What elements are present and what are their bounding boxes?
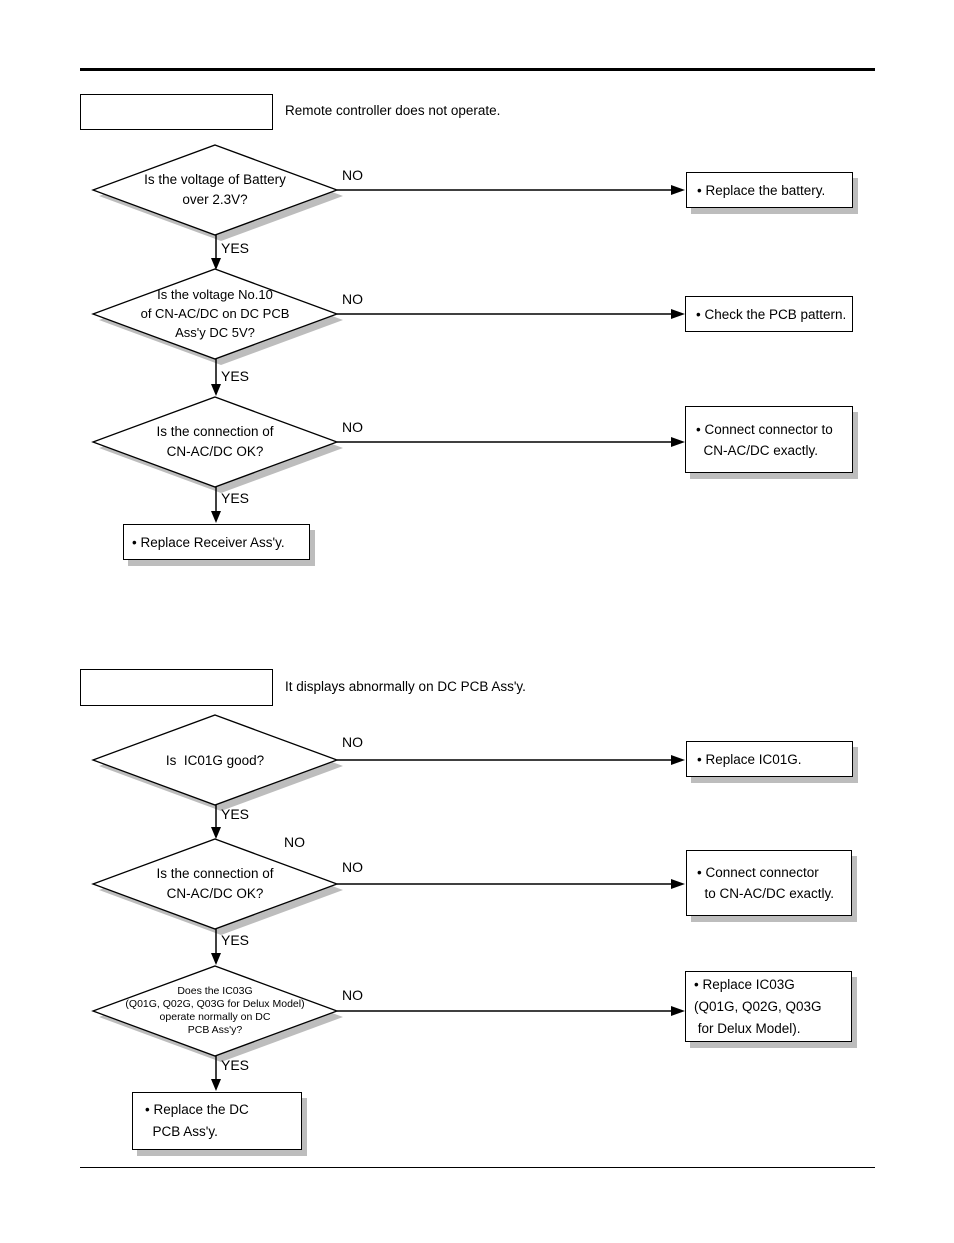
arrow-no-1 (337, 185, 685, 195)
yes-label-5: YES (221, 932, 250, 948)
no-label-5: NO (342, 859, 363, 875)
question-connection-2: Is the connection of CN-AC/DC OK? (156, 866, 274, 901)
question-battery-voltage: Is the voltage of Battery over 2.3V? (144, 172, 286, 207)
yes-label-4: YES (221, 806, 250, 822)
question-voltage-no10: Is the voltage No.10 of CN-AC/DC on DC P… (140, 287, 290, 340)
result-box-connect-connector-1: • Connect connector to CN-AC/DC exactly. (685, 406, 853, 473)
decision-diamond-connection-1 (91, 396, 343, 493)
question-ic03g: Does the IC03G (Q01G, Q02G, Q03G for Del… (125, 985, 305, 1036)
arrow-no-2 (337, 309, 685, 319)
result-text: • Replace the battery. (697, 182, 826, 198)
arrow-no-5 (337, 879, 685, 889)
no-label-2: NO (342, 291, 363, 307)
top-rule (80, 68, 875, 71)
topic-text-1: Remote controller does not operate. (285, 103, 501, 118)
topic-label-box-1 (80, 94, 273, 130)
decision-diamond-battery (91, 144, 343, 241)
arrow-no-6 (337, 1006, 685, 1016)
decision-diamond-voltage-no10 (91, 268, 343, 365)
result-text: • Connect connector to CN-AC/DC exactly. (697, 865, 835, 901)
topic-label-box-2 (80, 669, 273, 706)
bottom-rule (80, 1167, 875, 1168)
yes-label-2: YES (221, 368, 250, 384)
arrow-yes-2 (211, 359, 221, 396)
no-label-3: NO (342, 419, 363, 435)
result-text: • Connect connector to CN-AC/DC exactly. (696, 421, 833, 458)
no-label-stray: NO (284, 834, 305, 850)
no-label-4: NO (342, 734, 363, 750)
topic-text-2: It displays abnormally on DC PCB Ass'y. (285, 679, 526, 694)
arrow-no-3 (337, 437, 685, 447)
arrow-yes-3 (211, 487, 221, 523)
arrow-yes-1 (211, 235, 221, 270)
no-label-1: NO (342, 167, 363, 183)
result-box-replace-ic03g: • Replace IC03G (Q01G, Q02G, Q03G for De… (685, 971, 852, 1042)
result-text: • Replace the DC PCB Ass'y. (145, 1102, 249, 1139)
arrow-no-4 (337, 755, 685, 765)
arrow-yes-5 (211, 929, 221, 965)
result-text: • Replace IC03G (Q01G, Q02G, Q03G for De… (694, 976, 822, 1036)
result-box-replace-battery: • Replace the battery. (686, 172, 853, 208)
yes-label-6: YES (221, 1057, 250, 1073)
result-box-replace-receiver: • Replace Receiver Ass'y. (123, 524, 310, 560)
yes-label-3: YES (221, 490, 250, 506)
arrow-yes-6 (211, 1056, 221, 1091)
decision-diamond-ic01g (91, 714, 343, 811)
yes-label-1: YES (221, 240, 250, 256)
question-ic01g: Is IC01G good? (165, 753, 265, 768)
question-connection-1: Is the connection of CN-AC/DC OK? (156, 424, 274, 459)
result-text: • Replace IC01G. (697, 751, 802, 767)
result-box-check-pcb-pattern: • Check the PCB pattern. (685, 296, 853, 332)
arrow-yes-4 (211, 805, 221, 839)
result-box-connect-connector-2: • Connect connector to CN-AC/DC exactly. (686, 850, 852, 916)
decision-diamond-ic03g (91, 965, 343, 1062)
decision-diamond-connection-2 (91, 838, 343, 935)
result-box-replace-dc-pcb: • Replace the DC PCB Ass'y. (132, 1092, 302, 1150)
result-box-replace-ic01g: • Replace IC01G. (686, 741, 853, 777)
result-text: • Replace Receiver Ass'y. (132, 534, 285, 550)
result-text: • Check the PCB pattern. (696, 306, 847, 322)
no-label-6: NO (342, 987, 363, 1003)
